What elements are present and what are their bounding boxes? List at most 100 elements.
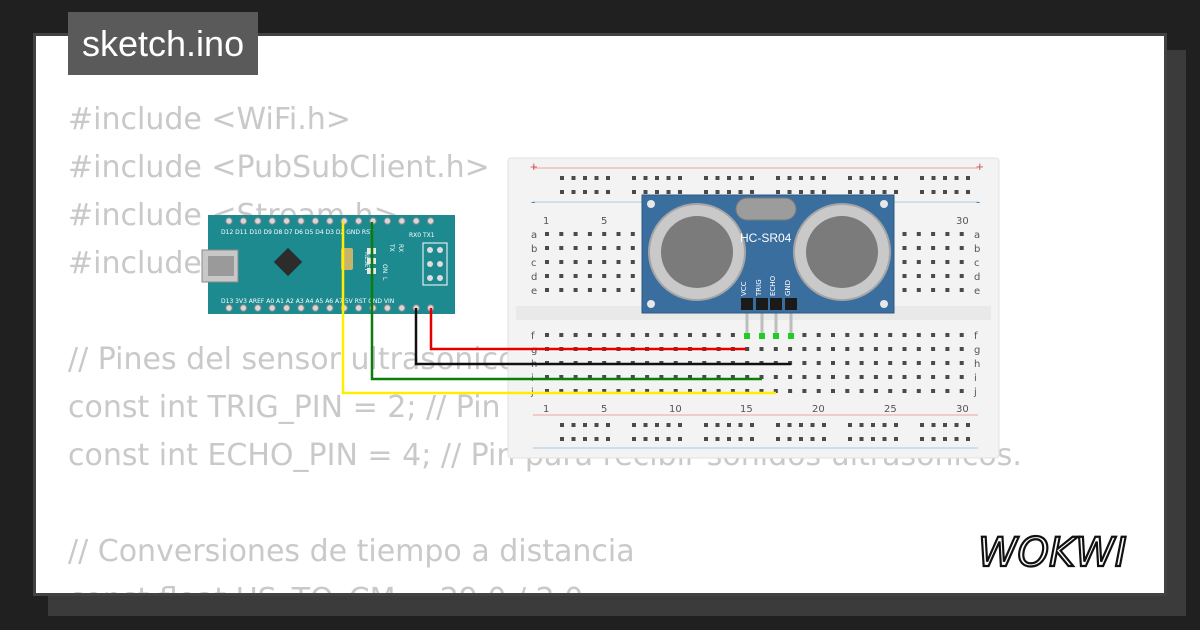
breadboard-hole <box>916 333 921 337</box>
sensor-model-label: HC-SR04 <box>740 231 792 245</box>
col-number: 15 <box>740 404 753 415</box>
pin-label-trig: TRIG <box>755 279 763 297</box>
breadboard-hole <box>602 246 607 250</box>
breadboard-hole <box>894 176 898 180</box>
breadboard-hole <box>816 389 821 393</box>
breadboard-hole <box>816 347 821 351</box>
arduino-pin[interactable] <box>311 304 320 312</box>
breadboard-hole <box>655 423 659 427</box>
wokwi-logo[interactable]: WOKWI <box>978 528 1150 574</box>
hc-sr04-sensor[interactable]: HC-SR04 VCC TRIG ECHO GND <box>641 194 895 339</box>
breadboard-hole <box>916 274 921 278</box>
breadboard-hole <box>587 232 592 236</box>
breadboard-hole <box>583 176 587 180</box>
breadboard-hole <box>587 288 592 292</box>
breadboard-hole <box>888 333 893 337</box>
wire-yellow[interactable] <box>341 222 776 395</box>
breadboard-hole <box>931 375 936 379</box>
breadboard-hole <box>931 246 936 250</box>
breadboard-hole <box>655 437 659 441</box>
breadboard-hole <box>587 274 592 278</box>
arduino-pin[interactable] <box>326 304 334 312</box>
breadboard-hole <box>945 288 950 292</box>
arduino-pin[interactable] <box>239 217 248 225</box>
breadboard-hole <box>606 190 610 194</box>
col-number: 1 <box>543 216 549 227</box>
arduino-pin[interactable] <box>268 217 276 225</box>
breadboard-hole <box>559 333 564 337</box>
breadboard-hole <box>966 437 970 441</box>
breadboard-hole <box>787 176 792 180</box>
breadboard-hole <box>678 176 682 180</box>
breadboard-hole <box>902 333 907 337</box>
arduino-pin[interactable] <box>398 217 406 225</box>
breadboard-hole <box>573 232 578 236</box>
wire-black[interactable] <box>414 308 791 366</box>
arduino-pin[interactable] <box>254 217 262 225</box>
arduino-pin[interactable] <box>383 304 392 312</box>
breadboard-hole <box>545 260 549 264</box>
breadboard-hole <box>750 437 754 441</box>
code-line: #include <WiFi.h> <box>68 102 351 137</box>
arduino-pin[interactable] <box>239 304 248 312</box>
wire-red[interactable] <box>429 308 746 351</box>
wire-green[interactable] <box>370 222 762 381</box>
arduino-pin[interactable] <box>412 217 420 225</box>
breadboard-hole <box>715 423 720 427</box>
breadboard-hole <box>787 423 792 427</box>
arduino-pin[interactable] <box>398 304 406 312</box>
row-letter: c <box>974 258 980 269</box>
breadboard-hole <box>688 375 692 379</box>
breadboard-hole <box>931 176 936 180</box>
breadboard-hole <box>606 176 610 180</box>
breadboard-hole <box>873 333 878 337</box>
breadboard-hole <box>888 375 893 379</box>
breadboard-hole <box>616 288 621 292</box>
arduino-pin[interactable] <box>268 304 276 312</box>
file-title[interactable]: sketch.ino <box>68 12 259 75</box>
arduino-pin[interactable] <box>311 217 320 225</box>
arduino-nano[interactable]: D12 D11 D10 D9 D8 D7 D6 D5 D4 D3 D2 GND … <box>201 215 455 314</box>
arduino-pin[interactable] <box>282 304 291 312</box>
arduino-pin[interactable] <box>254 304 262 312</box>
breadboard-hole <box>632 437 636 441</box>
breadboard-hole <box>888 361 893 365</box>
l-label: L <box>381 277 388 281</box>
arduino-pin[interactable] <box>326 217 334 225</box>
breadboard-hole <box>859 333 864 337</box>
arduino-pin[interactable] <box>354 304 363 312</box>
arduino-pin[interactable] <box>282 217 291 225</box>
breadboard-hole <box>916 288 921 292</box>
arduino-pin[interactable] <box>225 304 233 312</box>
row-letter: g <box>531 345 537 356</box>
breadboard-hole <box>545 375 549 379</box>
breadboard-hole <box>643 176 648 180</box>
col-number: 1 <box>543 404 549 415</box>
breadboard-hole <box>802 361 807 365</box>
breadboard-hole <box>688 389 692 393</box>
arduino-pin[interactable] <box>354 217 363 225</box>
row-letter: b <box>531 244 537 255</box>
arduino-pin[interactable] <box>383 217 392 225</box>
breadboard-hole <box>573 375 578 379</box>
breadboard-hole <box>931 347 936 351</box>
breadboard-hole <box>902 288 907 292</box>
breadboard-hole <box>630 288 635 292</box>
arduino-pin[interactable] <box>225 217 233 225</box>
arduino-pin[interactable] <box>297 217 305 225</box>
breadboard-hole <box>594 176 599 180</box>
breadboard-hole <box>545 333 549 337</box>
breadboard-hole <box>888 347 893 351</box>
breadboard-hole <box>848 437 852 441</box>
breadboard-hole <box>822 437 826 441</box>
breadboard-hole <box>859 389 864 393</box>
breadboard-hole <box>831 347 835 351</box>
breadboard-hole <box>630 389 635 393</box>
row-letter: d <box>531 272 537 283</box>
arduino-pin[interactable] <box>426 217 435 225</box>
breadboard-hole <box>730 375 735 379</box>
breadboard-hole <box>738 190 743 194</box>
breadboard-hole <box>715 176 720 180</box>
breadboard-hole <box>560 190 564 194</box>
arduino-pin[interactable] <box>297 304 305 312</box>
